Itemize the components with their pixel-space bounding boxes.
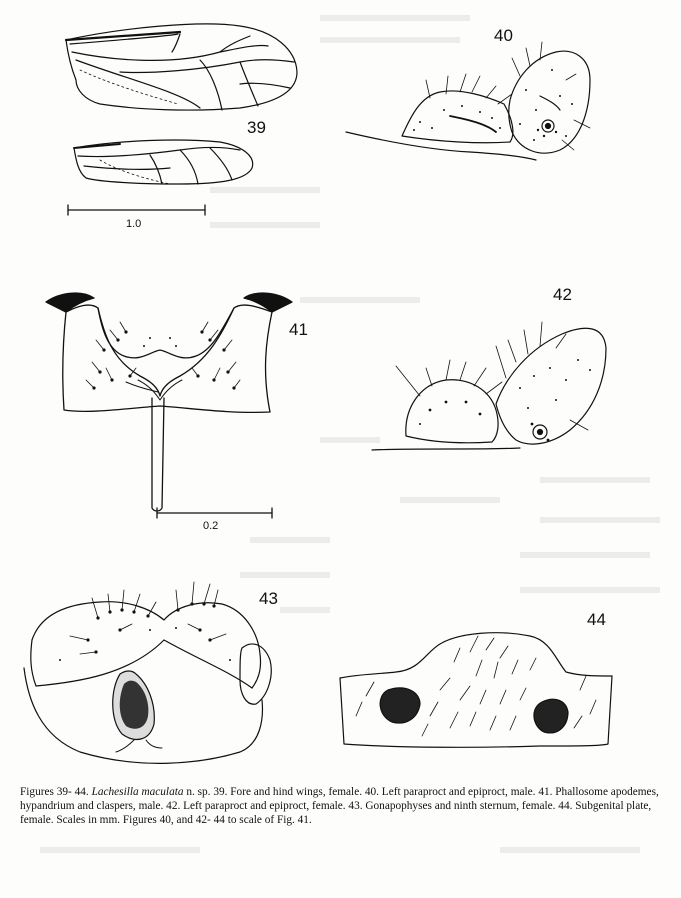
fig43-drawing: [23, 581, 272, 764]
fig41-scale-label: 0.2: [203, 520, 219, 532]
fig39-number: 39: [247, 118, 266, 137]
fig42-drawing: [371, 321, 607, 451]
fig44-number: 44: [587, 610, 606, 629]
fig39-forewing: [64, 23, 298, 111]
fig39-hindwing: [73, 139, 254, 185]
fig39-scale-bar: [67, 204, 206, 216]
fig42-number: 42: [553, 285, 572, 304]
figure-plate: [23, 23, 613, 764]
caption-species: Lachesilla maculata: [91, 786, 184, 798]
fig40-number: 40: [494, 26, 513, 45]
caption-text: n. sp. 39. Fore and hind wings, female. …: [20, 786, 659, 826]
fig40-drawing: [345, 41, 591, 161]
caption-lead: Figures 39- 44.: [20, 786, 89, 798]
fig41-number: 41: [289, 320, 308, 339]
fig41-drawing: [45, 292, 293, 512]
fig39-scale-label: 1.0: [126, 218, 142, 230]
figure-caption: Figures 39- 44. Lachesilla maculata n. s…: [20, 785, 660, 827]
fig44-drawing: [339, 632, 613, 748]
fig43-number: 43: [259, 589, 278, 608]
fig41-scale-bar: [156, 507, 273, 519]
